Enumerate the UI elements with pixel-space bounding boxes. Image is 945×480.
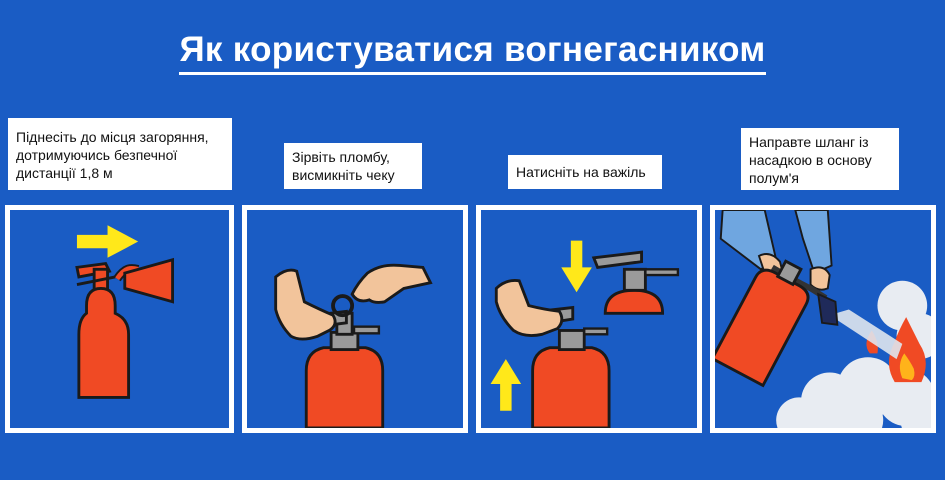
extinguisher-with-arrow-icon (75, 225, 174, 399)
page-title: Як користуватися вогнегасником (0, 30, 945, 75)
step-4-label: Направте шланг із насадкою в основу полу… (741, 128, 899, 190)
up-arrow-icon (490, 359, 522, 411)
page-title-text: Як користуватися вогнегасником (179, 30, 766, 75)
step-1-label: Піднесіть до місця загоряння, дотримуючи… (8, 118, 232, 190)
step-3-label: Натисніть на важіль (508, 155, 662, 189)
step-2-panel (242, 205, 468, 433)
step-3-panel (476, 205, 702, 433)
step-2-label: Зірвіть пломбу, висмикніть чеку (284, 143, 422, 189)
step-4-panel (710, 205, 936, 433)
hand-pulling-pin-icon (274, 263, 433, 428)
step-1-panel (5, 205, 234, 433)
fire-icon (888, 317, 926, 383)
right-arrow-icon (76, 225, 139, 258)
spraying-fire-icon (715, 210, 931, 428)
hand-pressing-lever-icon (490, 240, 680, 428)
down-arrow-icon (561, 240, 592, 293)
